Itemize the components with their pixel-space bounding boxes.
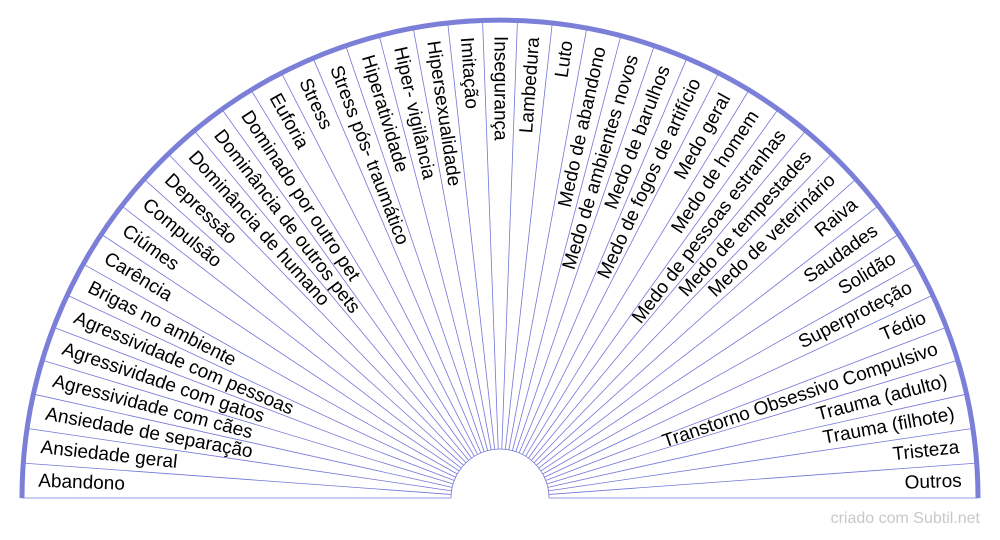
spoke-line <box>545 326 947 481</box>
segment-label: Abandono <box>38 471 125 495</box>
spoke-line <box>512 35 622 451</box>
segment-label: Dominância de outros pets <box>209 126 364 318</box>
spoke-line <box>67 294 456 478</box>
spoke-line <box>312 57 482 454</box>
segment-label: Tristeza <box>892 437 961 465</box>
spoke-line <box>250 89 475 457</box>
spoke-line <box>27 428 452 492</box>
spoke-line <box>33 393 453 488</box>
spoke-line <box>42 359 454 485</box>
spoke-line <box>193 130 469 461</box>
spoke-line <box>53 326 455 481</box>
spoke-line <box>412 27 492 450</box>
spoke-line <box>544 294 933 478</box>
spoke-line <box>533 153 833 464</box>
spoke-line <box>482 20 499 450</box>
spoke-line <box>542 263 918 475</box>
credit-text: criado com Subtil.net <box>830 510 980 527</box>
spoke-line <box>281 72 478 455</box>
spoke-line <box>525 89 750 457</box>
spoke-line <box>528 109 779 459</box>
inner-arc <box>450 448 550 499</box>
spoke-line <box>540 233 899 472</box>
outer-arc <box>19 17 981 499</box>
spoke-line <box>538 205 879 469</box>
segment-label: Tédio <box>877 308 929 346</box>
spoke-line <box>345 45 485 452</box>
spoke-line <box>23 462 452 495</box>
spoke-line <box>536 178 857 466</box>
spoke-line <box>504 22 553 450</box>
spoke-line <box>447 22 496 450</box>
spoke-line <box>501 20 518 450</box>
spoke-line <box>508 27 588 450</box>
spoke-line <box>548 428 973 492</box>
spoke-line <box>101 233 460 472</box>
segment-label: Imitação <box>456 36 482 109</box>
spoke-line <box>378 35 488 451</box>
segment-label: Luto <box>551 39 577 79</box>
segment-label: Outros <box>904 471 962 494</box>
spoke-line <box>515 45 655 452</box>
segment-label: Lambedura <box>516 36 544 134</box>
segment-label: Insegurança <box>490 36 511 141</box>
spoke-line <box>518 57 688 454</box>
spoke-line <box>167 153 467 464</box>
spoke-line <box>548 462 977 495</box>
spoke-line <box>547 393 967 488</box>
spoke-line <box>531 130 807 461</box>
spoke-line <box>546 359 958 485</box>
spoke-line <box>82 263 458 475</box>
spoke-line <box>143 178 464 466</box>
spoke-line <box>522 72 719 455</box>
spoke-line <box>121 205 462 469</box>
spoke-line <box>221 109 472 459</box>
